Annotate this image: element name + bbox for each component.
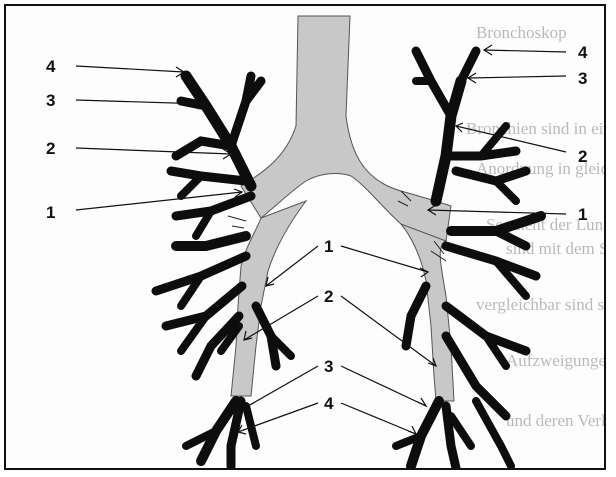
label-left-3: 3: [46, 91, 55, 110]
label-center-1: 1: [324, 237, 333, 256]
label-left-2: 2: [46, 139, 55, 158]
pointer-left-4: [76, 66, 184, 72]
label-center-4: 4: [324, 394, 334, 413]
bg-text-line: Bronchoskop: [476, 23, 567, 42]
bronchial-tree-diagram: Bronchoskop Bronchien sind in einer Anor…: [6, 6, 606, 470]
trachea-and-bronchi: [231, 16, 454, 401]
pointer-right-4: [484, 50, 566, 52]
label-right-1: 1: [578, 205, 587, 224]
bg-text-line: vergleichbar sind sowohl: [476, 295, 606, 314]
pointer-left-2: [76, 148, 231, 154]
pointer-center-4b: [341, 403, 416, 434]
left-main-bronchus: [231, 201, 306, 396]
pointer-center-3b: [341, 366, 426, 406]
label-center-3: 3: [324, 357, 333, 376]
figure-frame: Bronchoskop Bronchien sind in einer Anor…: [4, 4, 606, 470]
bg-text-line: und deren Verlauf: [506, 411, 606, 430]
pointer-center-1b: [341, 246, 428, 272]
label-left-4: 4: [46, 57, 56, 76]
label-right-3: 3: [578, 69, 587, 88]
bg-text-line: Bronchien sind in einer: [466, 119, 606, 138]
bronchial-branches: [156, 51, 541, 468]
label-right-4: 4: [578, 43, 588, 62]
pointer-center-2b: [341, 296, 436, 366]
label-center-2: 2: [324, 287, 333, 306]
label-left-1: 1: [46, 203, 55, 222]
label-right-2: 2: [578, 147, 587, 166]
pointer-right-3: [468, 76, 566, 78]
